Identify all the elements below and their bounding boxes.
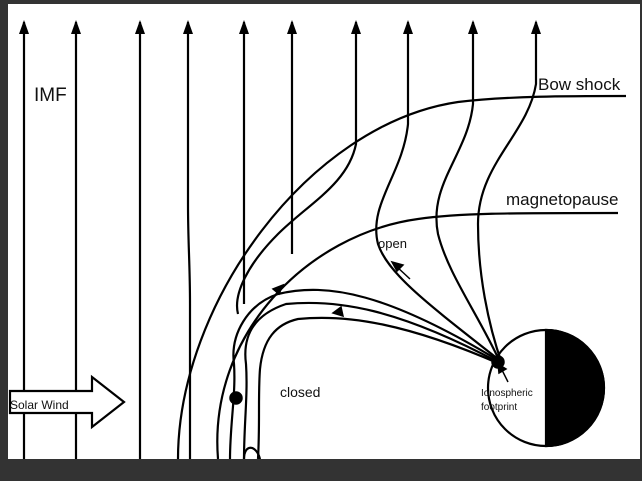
closed-field-lines [230,290,500,459]
magnetopause-label: magnetopause [506,191,618,208]
imf-line [188,22,190,459]
footprint-dot [492,356,504,368]
open-label: open [378,237,407,250]
magnetosphere-diagram: IMF Bow shock magnetopause open closed I… [8,4,640,459]
closed-label: closed [280,385,320,399]
draped-field-lines [237,22,536,364]
bow-shock-label: Bow shock [538,76,620,93]
imf-label: IMF [34,86,67,105]
arrowhead-marker [333,307,343,316]
solar-wind-label: Solar Wind [10,399,69,411]
closed-line-dot [230,392,242,404]
footprint-label-line1: Ionospheric [481,389,533,399]
flow-markers [230,262,508,459]
imf-arrowheads [19,20,541,34]
earth-night-side [546,330,604,446]
footprint-label-line2: footprint [481,403,517,413]
diagram-canvas [8,4,640,459]
